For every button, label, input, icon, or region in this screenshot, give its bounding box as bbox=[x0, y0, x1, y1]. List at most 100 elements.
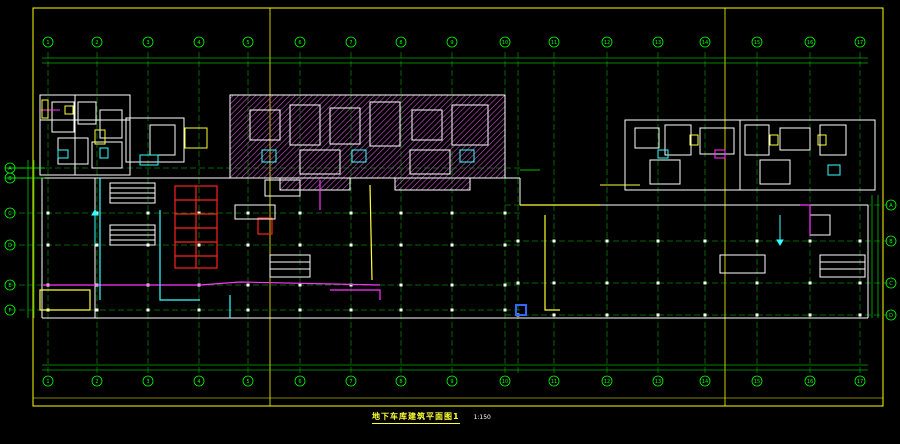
axis-label: E bbox=[8, 283, 11, 289]
axis-label: B bbox=[889, 239, 893, 245]
column-mark bbox=[95, 308, 99, 312]
axis-bubble-icon: E bbox=[4, 279, 16, 291]
column-mark bbox=[605, 281, 609, 285]
axis-label: 9 bbox=[450, 40, 453, 46]
column-mark bbox=[298, 243, 302, 247]
column-mark bbox=[503, 243, 507, 247]
column-mark bbox=[349, 308, 353, 312]
axis-bubble-icon: 5 bbox=[242, 375, 254, 387]
column-mark bbox=[755, 313, 759, 317]
axis-label: D bbox=[889, 313, 893, 319]
axis-label: 15 bbox=[754, 40, 760, 46]
axis-bubble-icon: 2 bbox=[91, 375, 103, 387]
axis-label: 10 bbox=[502, 40, 508, 46]
service-lines bbox=[39, 178, 811, 318]
column-mark bbox=[95, 243, 99, 247]
axis-label: 4 bbox=[197, 379, 200, 385]
axis-label: 16 bbox=[807, 379, 813, 385]
column-mark bbox=[656, 313, 660, 317]
axis-bubble-icon: 17 bbox=[854, 36, 866, 48]
axis-bubble-icon: 9 bbox=[446, 36, 458, 48]
column-mark bbox=[298, 308, 302, 312]
column-mark bbox=[605, 313, 609, 317]
column-mark bbox=[197, 243, 201, 247]
axis-label: 11 bbox=[551, 379, 557, 385]
stair-core-mid bbox=[234, 179, 311, 278]
axis-label: 2 bbox=[95, 379, 98, 385]
axis-bubble-icon: C bbox=[4, 207, 16, 219]
axis-label: 13 bbox=[655, 379, 661, 385]
column-mark bbox=[246, 211, 250, 215]
stair-core-right bbox=[719, 214, 866, 278]
axis-bubble-icon: 16 bbox=[804, 375, 816, 387]
stair-core-red bbox=[174, 185, 273, 269]
column-mark bbox=[349, 283, 353, 287]
axis-bubble-icon: 6 bbox=[294, 375, 306, 387]
axis-label: 15 bbox=[754, 379, 760, 385]
axis-label: 1 bbox=[46, 40, 49, 46]
axis-label: F bbox=[9, 308, 12, 314]
axis-bubble-icon: 5 bbox=[242, 36, 254, 48]
axis-label: 6 bbox=[298, 379, 301, 385]
axis-bubble-icon: 1 bbox=[42, 36, 54, 48]
axis-label: 8 bbox=[399, 40, 402, 46]
axis-bubble-icon: F bbox=[4, 304, 16, 316]
axis-label: 1 bbox=[46, 379, 49, 385]
column-mark bbox=[46, 211, 50, 215]
stair-core-left bbox=[109, 182, 156, 246]
axis-bubble-icon: 10 bbox=[499, 36, 511, 48]
column-mark bbox=[450, 211, 454, 215]
column-mark bbox=[246, 283, 250, 287]
axis-label: 5 bbox=[246, 379, 249, 385]
column-mark bbox=[552, 281, 556, 285]
column-mark bbox=[858, 281, 862, 285]
axis-label: 5 bbox=[246, 40, 249, 46]
axis-label: 6 bbox=[298, 40, 301, 46]
column-mark bbox=[808, 313, 812, 317]
column-mark bbox=[399, 308, 403, 312]
axis-bubble-icon: 3 bbox=[142, 375, 154, 387]
section-marker bbox=[5, 167, 540, 179]
left-unit-fixtures bbox=[40, 99, 208, 166]
drawing-scale: 1:150 bbox=[473, 414, 491, 421]
axis-label: 17 bbox=[857, 40, 863, 46]
column-mark bbox=[399, 243, 403, 247]
axis-label: B bbox=[8, 176, 12, 182]
axis-bubble-icon: 9 bbox=[446, 375, 458, 387]
axis-bubble-icon: 1 bbox=[42, 375, 54, 387]
right-unit-plan bbox=[624, 119, 876, 191]
column-mark bbox=[146, 211, 150, 215]
column-mark bbox=[246, 308, 250, 312]
column-grid bbox=[46, 211, 862, 317]
axis-bubble-icon: A bbox=[885, 199, 897, 211]
column-mark bbox=[755, 239, 759, 243]
axis-label: 13 bbox=[655, 40, 661, 46]
column-mark bbox=[399, 283, 403, 287]
column-mark bbox=[703, 281, 707, 285]
column-mark bbox=[197, 308, 201, 312]
axis-label: 11 bbox=[551, 40, 557, 46]
ramp-arrow-icon bbox=[91, 209, 784, 246]
column-mark bbox=[808, 281, 812, 285]
column-mark bbox=[246, 243, 250, 247]
axis-label: 12 bbox=[604, 379, 610, 385]
axis-label: 7 bbox=[349, 40, 352, 46]
axis-bubble-icon: 13 bbox=[652, 375, 664, 387]
axis-label: 14 bbox=[702, 379, 708, 385]
column-mark bbox=[399, 211, 403, 215]
axis-bubbles: 1122334455667788991010111112121313141415… bbox=[4, 36, 897, 387]
axis-bubble-icon: 3 bbox=[142, 36, 154, 48]
axis-bubble-icon: 4 bbox=[193, 36, 205, 48]
column-mark bbox=[298, 211, 302, 215]
column-mark bbox=[197, 211, 201, 215]
axis-bubble-icon: 7 bbox=[345, 375, 357, 387]
axis-bubble-icon: 11 bbox=[548, 375, 560, 387]
column-mark bbox=[349, 243, 353, 247]
axis-bubble-icon: 17 bbox=[854, 375, 866, 387]
axis-bubble-icon: 16 bbox=[804, 36, 816, 48]
column-mark bbox=[516, 281, 520, 285]
axis-label: 12 bbox=[604, 40, 610, 46]
axis-bubble-icon: 8 bbox=[395, 375, 407, 387]
axis-label: 8 bbox=[399, 379, 402, 385]
